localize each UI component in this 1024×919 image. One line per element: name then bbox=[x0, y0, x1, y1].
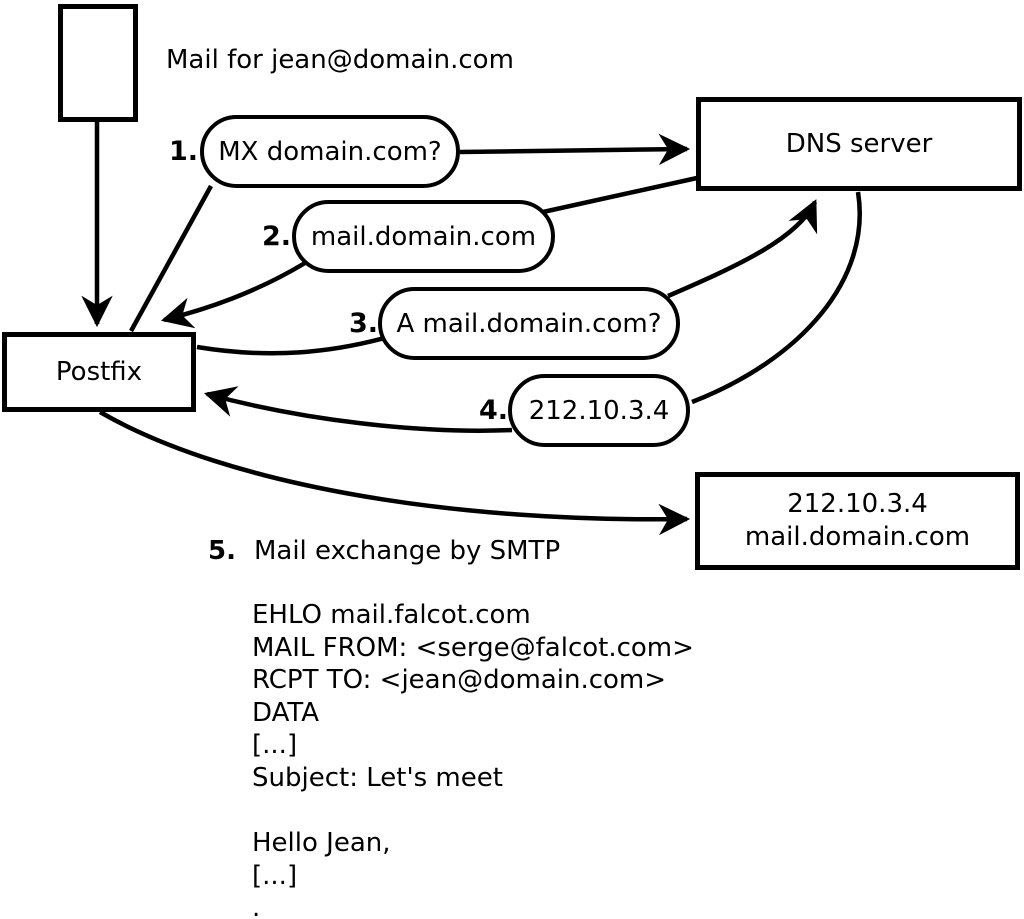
smtp-line: Hello Jean, bbox=[252, 828, 391, 859]
smtp-line: [...] bbox=[252, 730, 298, 761]
answer-pill-mailhost-label: mail.domain.com bbox=[310, 221, 537, 252]
query-pill-mx-label: MX domain.com? bbox=[218, 136, 442, 167]
smtp-line-blank bbox=[252, 795, 694, 828]
step-number-5: 5. bbox=[208, 536, 236, 566]
answer-pill-mailhost: mail.domain.com bbox=[292, 200, 555, 273]
smtp-line: [...] bbox=[252, 860, 298, 891]
postfix-label: Postfix bbox=[55, 356, 143, 387]
step-5-label: Mail exchange by SMTP bbox=[253, 536, 561, 566]
answer-pill-ip-label: 212.10.3.4 bbox=[528, 395, 670, 426]
mailserver-ip: 212.10.3.4 bbox=[787, 489, 928, 519]
query-pill-mx: MX domain.com? bbox=[200, 115, 460, 188]
line-postfix-to-query3 bbox=[196, 333, 393, 356]
arrow-postfix-to-mailserver bbox=[98, 410, 691, 536]
line-dns-to-answer4 bbox=[691, 191, 862, 405]
mailserver-node: 212.10.3.4 mail.domain.com bbox=[695, 472, 1020, 570]
smtp-line: DATA bbox=[252, 697, 319, 728]
step-number-1: 1. bbox=[168, 136, 198, 167]
line-dns-to-answer2 bbox=[542, 175, 698, 215]
smtp-line: EHLO mail.falcot.com bbox=[252, 600, 531, 630]
arrow-answer2-to-postfix bbox=[160, 261, 307, 329]
arrow-answer4-to-postfix bbox=[203, 386, 513, 433]
step-5-row: 5. Mail exchange by SMTP bbox=[208, 535, 560, 567]
mailserver-hostname: mail.domain.com bbox=[744, 522, 971, 552]
smtp-line: Subject: Let's meet bbox=[252, 762, 503, 793]
arrow-query1-to-dns bbox=[459, 133, 691, 166]
step-number-3: 3. bbox=[348, 308, 378, 339]
query-pill-a-record: A mail.domain.com? bbox=[378, 287, 680, 360]
smtp-line: RCPT TO: <jean@domain.com> bbox=[252, 665, 667, 696]
smtp-line: MAIL FROM: <serge@falcot.com> bbox=[252, 632, 694, 663]
step-number-4: 4. bbox=[478, 395, 508, 426]
mail-note-label: Mail for jean@domain.com bbox=[166, 45, 514, 75]
smtp-line: . bbox=[252, 893, 261, 919]
query-pill-a-record-label: A mail.domain.com? bbox=[396, 308, 662, 339]
answer-pill-ip: 212.10.3.4 bbox=[508, 374, 690, 447]
step-number-2: 2. bbox=[261, 221, 291, 252]
dns-server-label: DNS server bbox=[785, 128, 933, 159]
smtp-transcript: EHLO mail.falcot.com MAIL FROM: <serge@f… bbox=[252, 599, 694, 919]
line-postfix-to-query1 bbox=[129, 184, 213, 333]
dns-server-node: DNS server bbox=[696, 97, 1022, 191]
arrow-query3-to-dns bbox=[667, 199, 818, 299]
postfix-node: Postfix bbox=[2, 332, 196, 412]
mail-envelope-icon bbox=[58, 4, 138, 122]
